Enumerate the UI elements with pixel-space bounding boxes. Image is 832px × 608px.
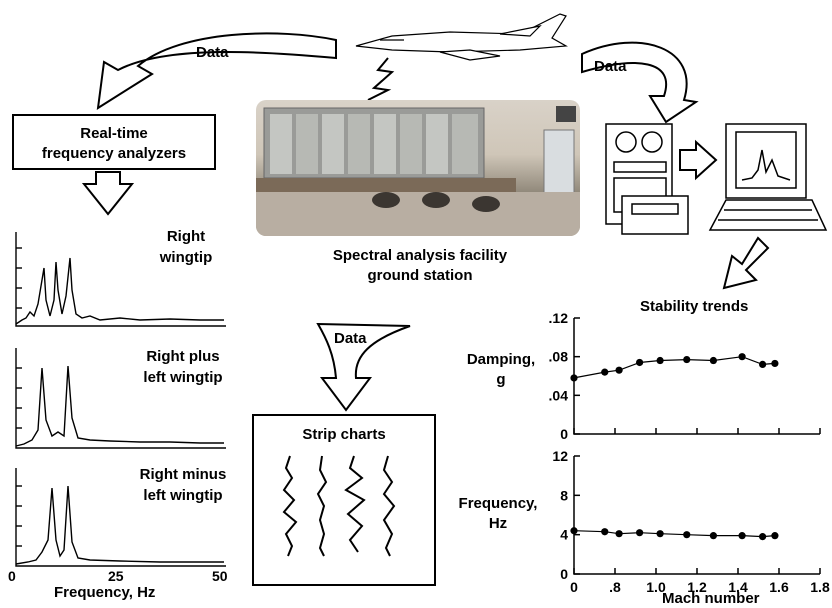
spectrum-title-3: Right minus left wingtip — [124, 464, 242, 506]
chart-1-ytick-label-1: 4 — [560, 527, 568, 543]
spectra-tick-50: 50 — [212, 568, 228, 584]
chart-0-ytick-label-3: .12 — [549, 310, 569, 326]
chart-0-point-3 — [636, 358, 644, 367]
chart-0-trend-line — [573, 356, 775, 379]
frequency-ylabel-line1: Frequency, — [458, 495, 538, 512]
chart-1-xtick-label-2: 1.0 — [646, 579, 666, 595]
spectrum-title-3-line2: left wingtip — [143, 487, 223, 504]
telemetry-signal-icon — [367, 57, 395, 101]
spectrum-title-2-line1: Right plus — [146, 348, 220, 365]
analyzers-box: Real-time frequency analyzers — [12, 114, 216, 170]
chart-1-point-3 — [636, 529, 644, 537]
spectrum-trace-3 — [15, 485, 224, 565]
data-label-right: Data — [594, 58, 627, 75]
spectra-tick-0: 0 — [8, 568, 16, 584]
damping-ylabel: Damping, g — [456, 350, 546, 390]
analyzers-line1: Real-time — [80, 125, 148, 142]
ground-station-photo-art — [256, 106, 580, 236]
data-flow-arrow-center — [316, 322, 411, 412]
spectrum-plot-2 — [15, 348, 226, 449]
chart-0-point-5 — [683, 355, 691, 364]
mach-xlabel: Mach number — [662, 590, 760, 607]
chart-1-ytick-label-0: 0 — [560, 566, 568, 582]
spectrum-title-2-line2: left wingtip — [143, 369, 223, 386]
spectrum-title-1-line2: wingtip — [159, 249, 213, 266]
spectrum-title-3-line1: Right minus — [139, 466, 227, 483]
chart-1-xtick-label-6: 1.8 — [810, 579, 830, 595]
chart-0-point-9 — [771, 359, 779, 368]
chart-0-ytick-label-2: .08 — [549, 349, 569, 365]
chart-0-ytick-label-0: 0 — [560, 426, 568, 442]
chart-1-point-4 — [656, 530, 664, 538]
spectra-xlabel: Frequency, Hz — [54, 584, 156, 601]
computer-terminal-icon — [708, 123, 828, 231]
chart-1-xtick-label-3: 1.2 — [687, 579, 707, 595]
strip-charts-box — [252, 414, 436, 586]
facility-caption: Spectral analysis facility ground statio… — [296, 246, 544, 286]
spectrum-title-2: Right plus left wingtip — [128, 346, 238, 388]
analyzers-line2: frequency analyzers — [41, 145, 187, 162]
chart-0-point-1 — [601, 368, 609, 376]
frequency-ylabel-line2: Hz — [488, 515, 508, 532]
chart-0-point-7 — [738, 353, 746, 361]
frequency-ylabel: Frequency, Hz — [448, 494, 548, 534]
chart-0-point-8 — [759, 360, 767, 368]
aircraft-icon — [355, 13, 568, 61]
spectrum-trace-1 — [15, 257, 224, 325]
spectrum-title-1-line1: Right — [166, 228, 206, 245]
chart-1-trend-line — [573, 530, 775, 538]
chart-0-point-2 — [615, 366, 623, 374]
chart-1-xtick-label-5: 1.6 — [769, 579, 789, 595]
chart-0-ytick-label-1: .04 — [549, 387, 569, 403]
chart-1-point-7 — [738, 532, 746, 540]
spectrum-plot-1 — [15, 232, 226, 327]
chart-1-point-5 — [683, 531, 691, 539]
right-arrow-computers — [679, 139, 718, 181]
spectrum-trace-2 — [15, 365, 224, 447]
chart-1-xtick-label-0: 0 — [570, 579, 578, 595]
down-arrow-stability — [722, 236, 770, 290]
strip-charts-title: Strip charts — [302, 426, 386, 443]
chart-0-axes — [573, 318, 820, 435]
chart-1-point-9 — [771, 532, 779, 540]
damping-ylabel-line2: g — [496, 371, 506, 388]
facility-line1: Spectral analysis facility — [332, 247, 508, 264]
chart-1-axes — [573, 456, 820, 575]
facility-line2: ground station — [367, 267, 473, 284]
spectrum-plot-3 — [15, 468, 226, 567]
chart-0-point-0 — [570, 374, 578, 382]
chart-1-xtick-label-4: 1.4 — [728, 579, 748, 595]
chart-1-ytick-label-3: 12 — [552, 448, 568, 464]
data-label-left: Data — [196, 44, 229, 61]
spectra-tick-25: 25 — [108, 568, 124, 584]
chart-1-xtick-label-1: .8 — [609, 579, 621, 595]
chart-1-point-6 — [709, 532, 718, 540]
data-flow-arrow-left — [96, 32, 337, 110]
ground-station-photo — [256, 100, 580, 236]
damping-ylabel-line1: Damping, — [466, 351, 536, 368]
data-label-center: Data — [334, 330, 367, 347]
stability-title: Stability trends — [640, 298, 749, 315]
chart-0-point-6 — [709, 356, 718, 365]
data-flow-arrow-right — [581, 41, 699, 124]
spectrum-title-1: Right wingtip — [132, 226, 240, 268]
chart-1-point-1 — [601, 528, 609, 536]
console-unit-icon — [621, 195, 689, 235]
chart-0-point-4 — [656, 356, 664, 365]
chart-1-point-2 — [615, 530, 623, 538]
down-arrow-analyzers — [81, 171, 135, 216]
chart-1-point-0 — [570, 527, 578, 535]
chart-1-ytick-label-2: 8 — [560, 487, 568, 503]
chart-1-point-8 — [759, 533, 767, 541]
